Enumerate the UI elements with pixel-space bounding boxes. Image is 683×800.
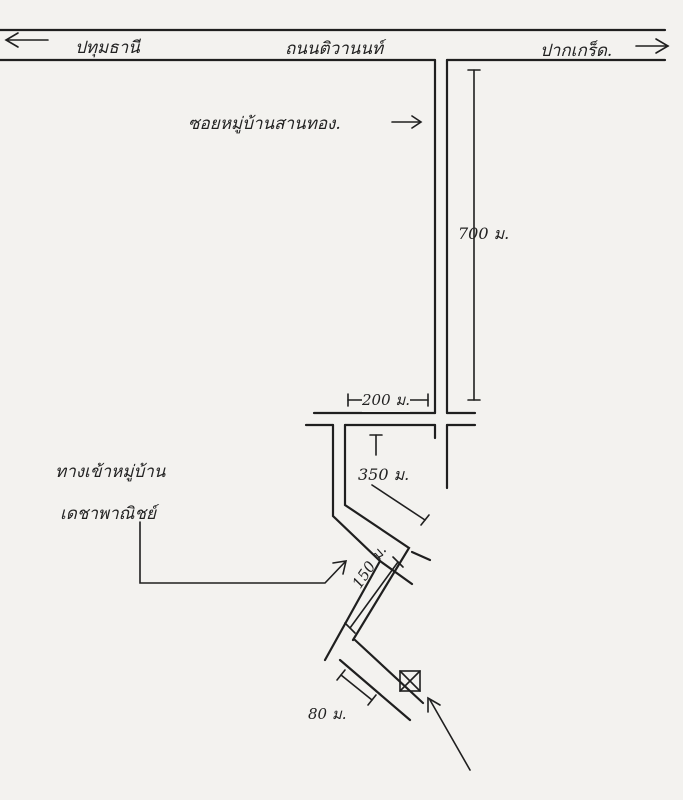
right-arrow-icon [635, 38, 670, 54]
distance-80-label: 80 ม. [308, 705, 347, 723]
distance-700-label: 700 ม. [458, 224, 510, 243]
village-entrance-label-line2: เดชาพาณิชย์ [60, 504, 156, 524]
dimension-150-icon [344, 556, 404, 634]
distance-200-label: 200 ม. [362, 388, 411, 412]
branch-road-left-line [323, 423, 382, 662]
destination-marker-icon [399, 670, 421, 692]
village-entrance-label-line1: ทางเข้าหมู่บ้าน [55, 462, 166, 482]
left-direction-label: ปทุมธานี [75, 38, 140, 58]
right-direction-label: ปากเกร็ด. [540, 41, 613, 61]
dimension-80-icon [336, 669, 377, 706]
left-arrow-icon [4, 32, 49, 48]
soi-label: ซอยหมู่บ้านสานทอง. [188, 114, 341, 134]
final-road-right-line [353, 638, 425, 705]
dimension-350-icon [369, 434, 430, 526]
soi-pointer-arrow-icon [391, 115, 423, 129]
entrance-pointer-arrow-icon [139, 521, 348, 584]
branch-lower-edge [410, 550, 432, 562]
final-road-left-line [338, 658, 412, 722]
branch-road-right-line [343, 423, 411, 642]
dimension-700-icon [467, 69, 481, 401]
distance-350-label: 350 ม. [358, 465, 410, 484]
branch-upper-edge [378, 559, 414, 586]
destination-pointer-arrow-icon [427, 696, 471, 771]
main-road-label: ถนนติวานนท์ [285, 39, 384, 59]
